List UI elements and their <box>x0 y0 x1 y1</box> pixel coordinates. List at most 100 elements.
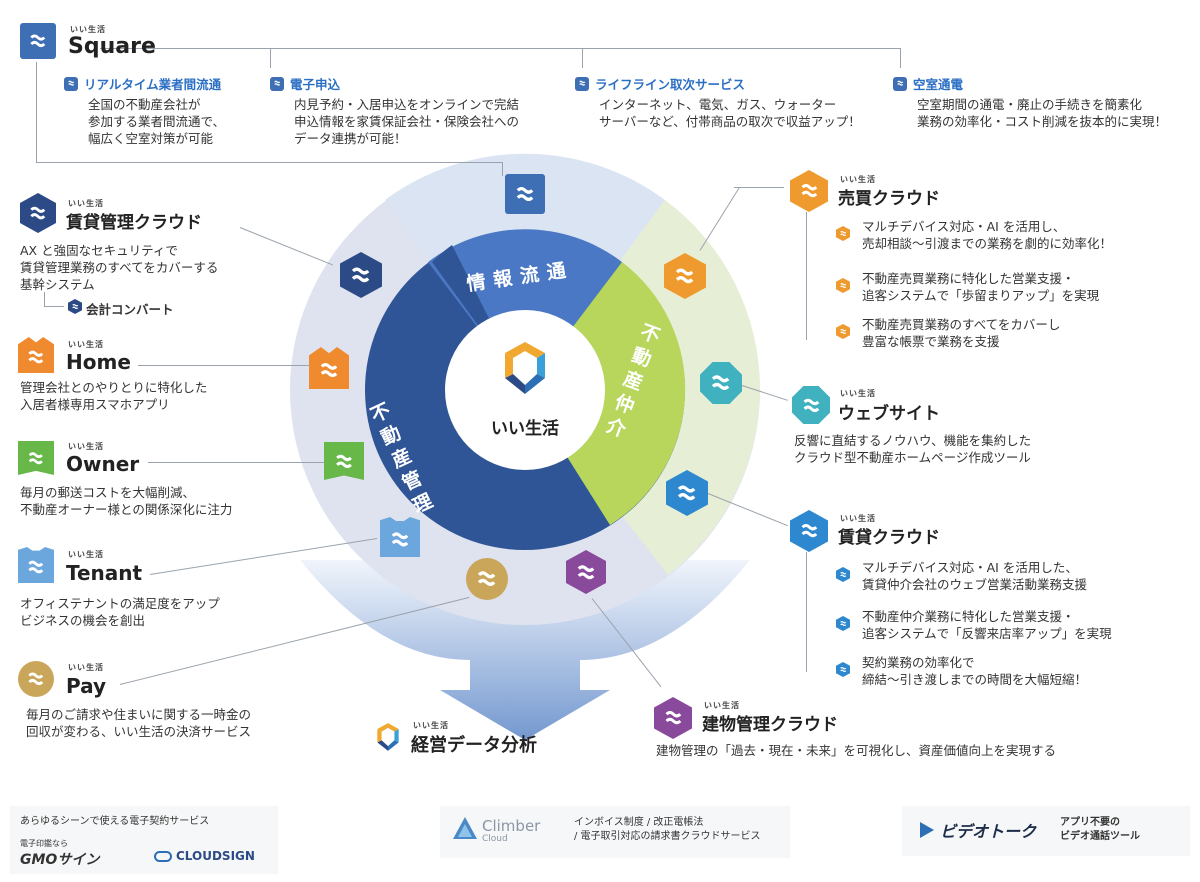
gmo-sign-logo[interactable]: GMOサイン <box>20 852 100 868</box>
connector <box>582 48 583 68</box>
desc-line: 不動産売買業務のすべてをカバーし <box>862 317 1061 332</box>
square-mini-icon <box>270 76 284 91</box>
square-title[interactable]: Square <box>68 34 156 59</box>
brand-tag: いい生活 <box>68 442 104 451</box>
connector <box>44 292 45 306</box>
desc-line: 賃貸仲介会社のウェブ営業活動業務支援 <box>862 577 1088 592</box>
accounting-convert-link[interactable]: 会計コンバート <box>86 302 174 317</box>
chintai-kanri-desc: AX と強固なセキュリティで 賃貸管理業務のすべてをカバーする 基幹システム <box>20 242 218 293</box>
owner-icon <box>18 441 54 475</box>
desc-line: マルチデバイス対応・AI を活用した、 <box>862 560 1078 575</box>
tenant-title[interactable]: Tenant <box>66 561 143 585</box>
connector <box>44 306 64 307</box>
chintai-kanri-title[interactable]: 賃貸管理クラウド <box>66 213 202 233</box>
home-icon <box>18 337 54 373</box>
chintai-title[interactable]: 賃貸クラウド <box>838 528 940 548</box>
brokerage-segment <box>525 262 686 525</box>
desc-line: マルチデバイス対応・AI を活用し、 <box>862 219 1066 234</box>
desc-line: 不動産仲介業務に特化した営業支援・ <box>862 609 1075 624</box>
climber-desc: インボイス制度 / 改正電帳法 / 電子取引対応の請求書クラウドサービス <box>574 816 761 844</box>
tatemono-title[interactable]: 建物管理クラウド <box>702 715 838 735</box>
footer-esign <box>10 806 278 874</box>
owner-title[interactable]: Owner <box>66 452 140 476</box>
connector <box>148 462 324 463</box>
cloudsign-logo[interactable]: CLOUDSIGN <box>154 849 255 863</box>
desc-line: 豊富な帳票で業務を支援 <box>862 334 1000 349</box>
feature-desc: 空室期間の通電・廃止の手続きを簡素化 <box>917 97 1143 112</box>
feature-desc: 申込情報を家賃保証会社・保険会社への <box>294 114 520 129</box>
climber-sub: Cloud <box>482 834 508 844</box>
gmo-pre: 電子印鑑なら <box>20 839 68 848</box>
core-label: いい生活 <box>491 419 559 439</box>
brand-tag: いい生活 <box>840 175 876 184</box>
desc-line: ビジネスの機会を創出 <box>20 613 146 628</box>
pay-title[interactable]: Pay <box>66 674 107 698</box>
feature-desc: サーバーなど、付帯商品の取次で収益アップ！ <box>599 114 861 129</box>
videotalk-logo[interactable]: ビデオトーク <box>940 822 1037 841</box>
desc-line: アプリ不要の <box>1060 817 1120 828</box>
desc-line: 回収が変わる、いい生活の決済サービス <box>26 724 252 739</box>
home-ring-icon[interactable] <box>309 347 349 389</box>
tenant-ring-icon[interactable] <box>380 517 420 557</box>
desc-line: ビデオ通話ツール <box>1060 831 1140 842</box>
bullet-icon <box>836 278 850 293</box>
website-title[interactable]: ウェブサイト <box>838 404 940 424</box>
iiseikatsu-logo-icon <box>505 342 545 394</box>
website-icon <box>792 386 830 424</box>
square-feature-vacancy-power[interactable]: 空室通電 空室期間の通電・廃止の手続きを簡素化 業務の効率化・コスト削減を抜本的… <box>893 74 1167 130</box>
desc-line: 基幹システム <box>20 277 95 292</box>
baibai-item: 不動産売買業務に特化した営業支援・追客システムで「歩留まりアップ」を実現 <box>862 270 1099 304</box>
feature-desc: 全国の不動産会社が <box>88 97 201 112</box>
feature-title: リアルタイム業者間流通 <box>84 77 222 92</box>
cloud-icon <box>154 850 172 862</box>
climber-logo-icon <box>453 817 477 839</box>
square-feature-application[interactable]: 電子申込 内見予約・入居申込をオンラインで完結 申込情報を家賃保証会社・保険会社… <box>270 74 519 147</box>
desc-line: 入居者様専用スマホアプリ <box>20 397 170 412</box>
square-feature-lifeline[interactable]: ライフライン取次サービス インターネット、電気、ガス、ウォーター サーバーなど、… <box>575 74 861 130</box>
desc-line: 追客システムで「反響来店率アップ」を実現 <box>862 626 1112 641</box>
website-desc: 反響に直結するノウハウ、機能を集約した クラウド型不動産ホームページ作成ツール <box>794 432 1031 466</box>
chintai-item: 不動産仲介業務に特化した営業支援・追客システムで「反響来店率アップ」を実現 <box>862 608 1112 642</box>
chintai-kanri-icon <box>20 193 56 233</box>
connector <box>900 48 901 68</box>
brand-tag: いい生活 <box>68 550 104 559</box>
brand-tag: いい生活 <box>840 389 876 398</box>
desc-line: 売却相談～引渡までの業務を劇的に効率化！ <box>862 236 1113 251</box>
connector <box>806 552 807 672</box>
website-ring-icon[interactable] <box>700 362 742 404</box>
analysis-logo-icon <box>377 723 399 751</box>
home-title[interactable]: Home <box>66 350 131 374</box>
brand-tag: いい生活 <box>68 663 104 672</box>
desc-line: 管理会社とのやりとりに特化した <box>20 380 208 395</box>
chintai-item: マルチデバイス対応・AI を活用した、賃貸仲介会社のウェブ営業活動業務支援 <box>862 559 1087 593</box>
square-connector <box>100 48 900 49</box>
bullet-icon <box>836 616 850 631</box>
pay-icon <box>18 661 54 697</box>
desc-line: クラウド型不動産ホームページ作成ツール <box>794 450 1031 465</box>
analysis-arrow <box>300 560 750 740</box>
bullet-icon <box>836 324 850 339</box>
baibai-title[interactable]: 売買クラウド <box>838 189 940 209</box>
brand-tag: いい生活 <box>70 25 106 34</box>
baibai-item: マルチデバイス対応・AI を活用し、売却相談～引渡までの業務を劇的に効率化！ <box>862 218 1112 252</box>
baibai-item: 不動産売買業務のすべてをカバーし豊富な帳票で業務を支援 <box>862 316 1060 350</box>
owner-ring-icon[interactable] <box>324 442 364 480</box>
chintai-item: 契約業務の効率化で締結～引き渡しまでの時間を大幅短縮！ <box>862 654 1087 688</box>
pay-ring-icon[interactable] <box>466 558 508 600</box>
square-ring-icon[interactable] <box>505 174 545 214</box>
feature-desc: 業務の効率化・コスト削減を抜本的に実現！ <box>917 114 1168 129</box>
footer-climber <box>440 806 790 858</box>
analysis-title[interactable]: 経営データ分析 <box>411 735 537 756</box>
climber-logo[interactable]: Climber <box>482 817 541 835</box>
connector <box>270 48 271 68</box>
square-mini-icon <box>893 76 907 91</box>
connector <box>806 212 807 340</box>
desc-line: 契約業務の効率化で <box>862 655 975 670</box>
connector <box>502 162 503 176</box>
feature-title: 空室通電 <box>913 77 964 92</box>
bullet-icon <box>836 662 850 677</box>
tenant-icon <box>18 547 54 583</box>
connector <box>138 365 310 366</box>
brand-tag: いい生活 <box>413 721 449 730</box>
square-feature-realtime[interactable]: リアルタイム業者間流通 全国の不動産会社が 参加する業者間流通で、 幅広く空室対… <box>64 74 225 147</box>
